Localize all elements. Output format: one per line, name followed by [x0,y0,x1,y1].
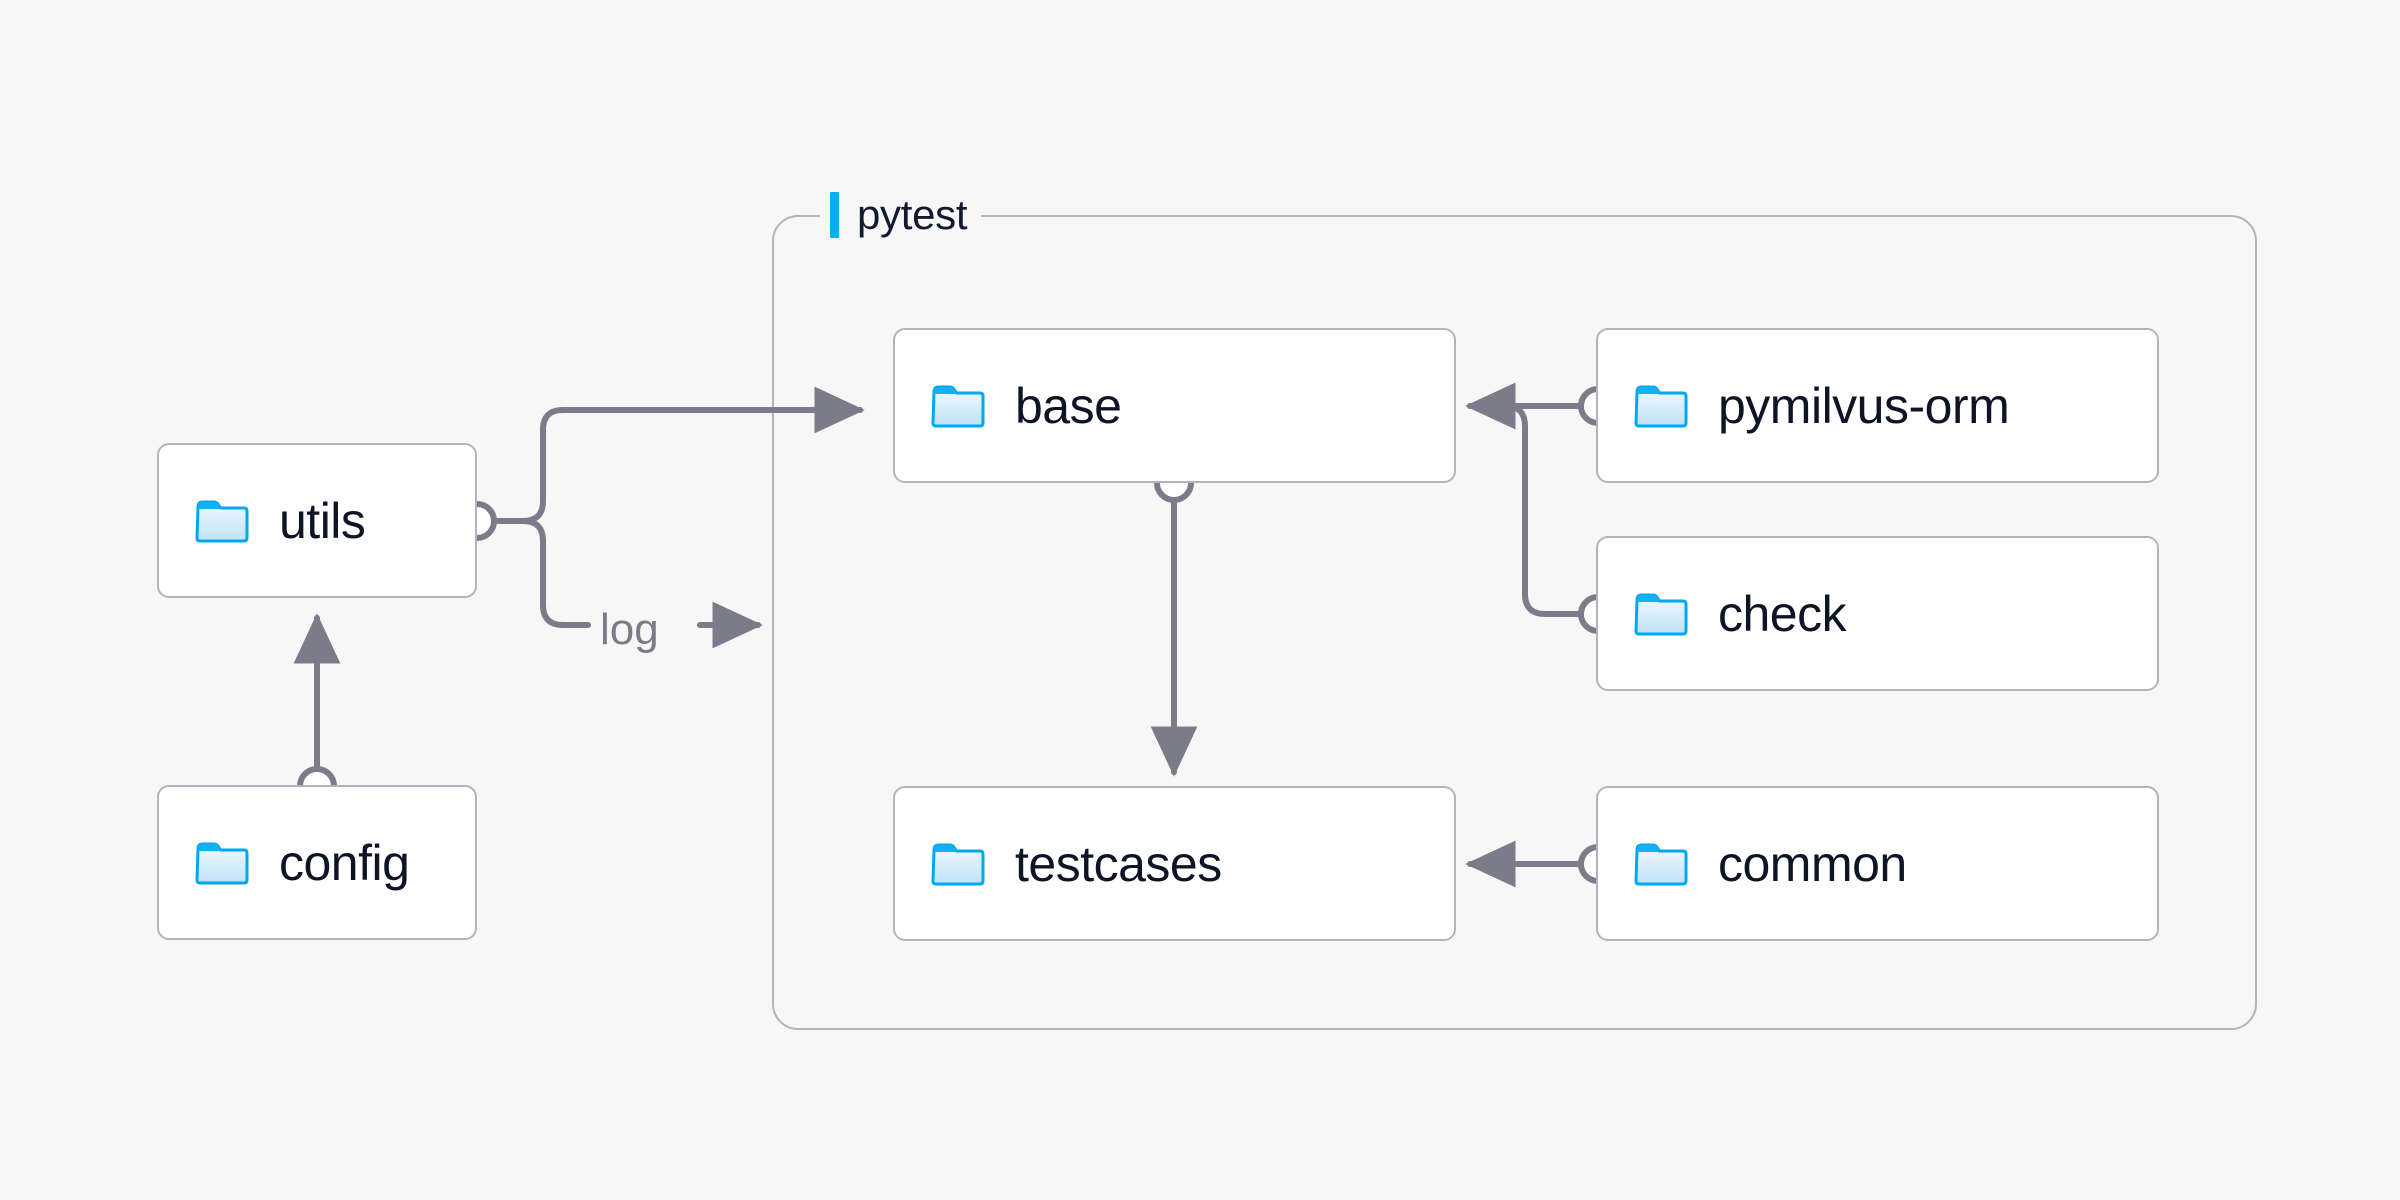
group-container-pytest [772,215,2257,1030]
folder-icon [195,840,249,886]
node-label: utils [279,492,366,549]
node-label: check [1718,585,1847,642]
node-testcases[interactable]: testcases [893,786,1456,941]
accent-bar-icon [830,192,839,238]
folder-icon [1634,591,1688,637]
node-pymilvus-orm[interactable]: pymilvus-orm [1596,328,2159,483]
node-base[interactable]: base [893,328,1456,483]
node-label: testcases [1015,835,1222,892]
folder-icon [1634,841,1688,887]
group-title-text: pytest [857,191,968,238]
node-config[interactable]: config [157,785,477,940]
node-check[interactable]: check [1596,536,2159,691]
folder-icon [1634,383,1688,429]
group-label-pytest: pytest [820,186,982,244]
folder-icon [931,383,985,429]
node-label: common [1718,835,1907,892]
folder-icon [931,841,985,887]
edge-utils-to-log [520,518,591,628]
edge-label-log: log [600,605,659,654]
node-utils[interactable]: utils [157,443,477,598]
node-label: base [1015,377,1122,434]
node-common[interactable]: common [1596,786,2159,941]
node-label: config [279,834,410,891]
node-label: pymilvus-orm [1718,377,2010,434]
folder-icon [195,498,249,544]
